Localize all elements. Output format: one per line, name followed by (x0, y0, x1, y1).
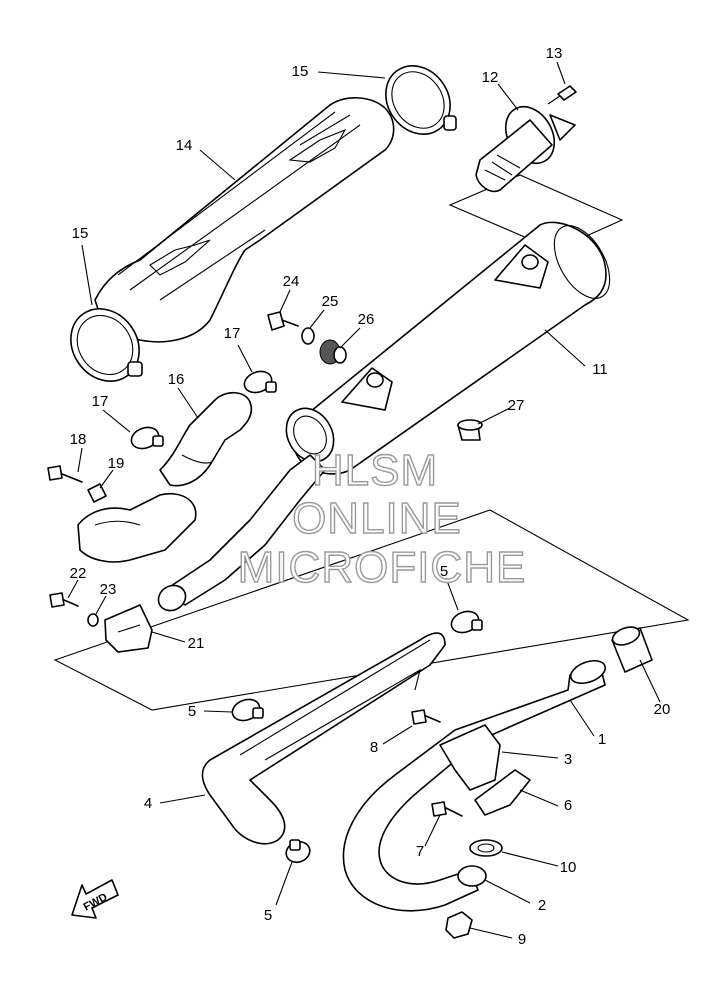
callout-17-upper: 17 (224, 325, 241, 342)
callout-8: 8 (370, 739, 378, 756)
part-18-bolt (47, 465, 83, 483)
watermark-line-1: HLSM (312, 446, 438, 495)
part-15-band-lower (70, 308, 143, 382)
callout-5-lower: 5 (264, 907, 272, 924)
callout-19: 19 (108, 455, 125, 472)
callout-5-middle: 5 (188, 703, 196, 720)
part-11-muffler (285, 221, 611, 475)
callout-4: 4 (144, 795, 152, 812)
callout-14: 14 (176, 137, 193, 154)
lower-group-frame (53, 509, 690, 711)
callout-27: 27 (508, 397, 525, 414)
part-1-exhaust-pipe (342, 659, 607, 912)
part-13-bolt (547, 85, 577, 105)
callout-1: 1 (598, 731, 606, 748)
part-16-joint (159, 391, 253, 487)
callout-12: 12 (482, 69, 499, 86)
part-5-clamp-b (231, 698, 264, 722)
callout-13: 13 (546, 45, 563, 62)
part-20-sleeve (611, 626, 653, 673)
lower-heat-guard (77, 493, 197, 563)
part-21-clamp (104, 604, 153, 653)
part-10-gasket (469, 839, 503, 857)
callout-numbers: 15 14 15 12 13 24 25 26 11 27 17 16 17 1… (70, 45, 671, 948)
part-7-bolt (431, 801, 463, 817)
part-24-bolt (267, 311, 299, 331)
callout-3: 3 (564, 751, 572, 768)
part-26-grommet (319, 339, 347, 365)
part-6-bracket (474, 769, 531, 816)
part-5-clamp-c (285, 839, 311, 864)
part-8-bolt (411, 709, 441, 725)
callout-21: 21 (188, 635, 205, 652)
part-4-protector (201, 632, 446, 845)
callout-11: 11 (592, 361, 608, 378)
callout-22: 22 (70, 565, 87, 582)
part-17-clamp-upper (243, 370, 277, 394)
callout-2: 2 (538, 897, 546, 914)
fwd-arrow-icon: FWD (71, 879, 119, 919)
connecting-pipe (157, 454, 326, 612)
callout-16: 16 (168, 371, 185, 388)
part-22-bolt (49, 592, 79, 608)
part-19-collar (87, 483, 107, 503)
callout-25: 25 (322, 293, 339, 310)
callout-5-upper: 5 (440, 563, 448, 580)
part-27-collar (457, 419, 483, 441)
part-15-band-upper (385, 65, 457, 135)
callout-9: 9 (518, 931, 526, 948)
part-5-clamp-a (450, 610, 483, 634)
part-14-heat-protector (94, 97, 395, 343)
callout-7: 7 (416, 843, 424, 860)
callout-26: 26 (358, 311, 375, 328)
watermark-line-2: ONLINE (292, 494, 462, 543)
callout-15-lower: 15 (72, 225, 89, 242)
callout-23: 23 (100, 581, 117, 598)
leader-lines (67, 61, 661, 939)
callout-10: 10 (560, 859, 577, 876)
watermark: HLSM ONLINE MICROFICHE (237, 445, 527, 592)
part-17-clamp-lower (130, 426, 164, 450)
part-25-washer (301, 327, 315, 345)
part-12-spark-arrester (475, 105, 576, 193)
callout-15-upper: 15 (292, 63, 309, 80)
callout-6: 6 (564, 797, 572, 814)
part-2-flange (457, 865, 487, 887)
callout-17-lower: 17 (92, 393, 109, 410)
part-9-nut (445, 911, 473, 939)
callout-24: 24 (283, 273, 300, 290)
watermark-line-3: MICROFICHE (238, 543, 527, 592)
part-3-bracket (439, 724, 501, 791)
callout-20: 20 (654, 701, 671, 718)
callout-18: 18 (70, 431, 87, 448)
part-23-washer (87, 613, 99, 627)
